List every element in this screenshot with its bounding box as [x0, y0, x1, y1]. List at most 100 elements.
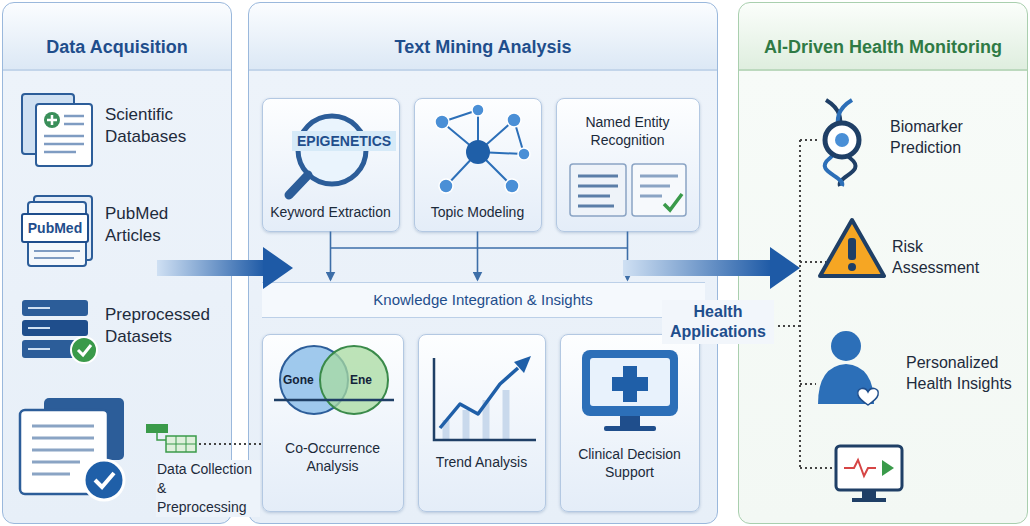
pubmed-icon-part — [34, 251, 80, 258]
venn-icon-part — [274, 399, 394, 402]
health-monitor-icon — [836, 446, 902, 502]
person-icon-part — [858, 388, 879, 405]
item-label: PubMed — [26, 219, 84, 237]
label-holder: Personalized Health Insights — [906, 352, 1024, 394]
network-icon-part — [442, 110, 524, 186]
item-label: Data Collection & Preprocessing — [156, 460, 260, 517]
entity-document-icon-part — [664, 194, 682, 210]
checked-document-icon-part — [32, 426, 94, 474]
database-icon-part — [36, 104, 92, 166]
health-monitor-icon-part — [882, 460, 894, 476]
connector-line — [330, 232, 332, 280]
box-label: Clinical Decision Support — [566, 445, 694, 481]
item-label: Risk Assessment — [892, 236, 992, 278]
label-holder: EPIGENETICS — [292, 131, 396, 151]
table-icon-part — [166, 436, 196, 452]
process-box: Named Entity Recognition — [556, 98, 700, 232]
dataset-stack-icon — [22, 300, 97, 363]
network-icon-part — [435, 115, 449, 129]
connector-label: Health Applications — [662, 300, 774, 344]
box-label: Keyword Extraction — [268, 203, 394, 221]
venn-icon-part — [320, 346, 388, 414]
checked-document-icon-part — [95, 473, 114, 487]
network-icon-part — [439, 179, 453, 193]
integration-band: Knowledge Integration & Insights — [262, 282, 705, 318]
venn-icon-part — [280, 346, 348, 414]
dataset-stack-icon-part — [71, 337, 97, 363]
pubmed-icon — [22, 196, 92, 266]
item-label: Biomarker Prediction — [890, 116, 990, 158]
box-label: Trend Analysis — [424, 453, 540, 471]
entity-document-icon-part — [632, 164, 686, 216]
clinical-monitor-icon-part — [582, 350, 678, 416]
network-icon — [435, 104, 530, 193]
label-holder: PubMed — [26, 219, 84, 237]
connector-line — [627, 232, 629, 280]
item-label: EPIGENETICS — [292, 131, 396, 151]
pubmed-icon-part — [34, 196, 92, 260]
item-label: Personalized Health Insights — [906, 352, 1024, 394]
person-icon — [818, 331, 878, 405]
label-holder: Scientific Databases — [105, 104, 205, 148]
network-icon-part — [472, 104, 484, 116]
entity-document-icon-part — [578, 176, 618, 206]
dna-icon — [825, 100, 859, 186]
magnifier-icon — [289, 116, 366, 195]
dna-icon-part — [825, 123, 859, 157]
dna-icon-part — [835, 133, 849, 147]
item-label: Gone — [283, 373, 314, 388]
connector-line — [477, 232, 479, 280]
dotted-leader — [778, 140, 834, 468]
network-icon-part — [466, 140, 490, 164]
merge-line — [331, 247, 628, 249]
network-icon-part — [505, 179, 519, 193]
magnifier-icon-part — [289, 175, 308, 195]
entity-document-icon-part — [640, 176, 678, 196]
box-label: Topic Modeling — [420, 203, 536, 221]
process-box: Keyword Extraction — [262, 98, 400, 232]
checked-document-icon-part — [84, 460, 124, 500]
trend-chart-icon — [434, 356, 536, 440]
panel-title: Text Mining Analysis — [257, 36, 709, 58]
dataset-stack-icon-part — [22, 300, 88, 316]
database-icon-part — [47, 115, 57, 125]
trend-chart-icon-part — [446, 390, 506, 440]
health-monitor-icon-part — [852, 498, 886, 502]
process-box: Clinical Decision Support — [560, 334, 700, 512]
band-label: Knowledge Integration & Insights — [267, 291, 700, 309]
warning-icon-part — [820, 220, 884, 276]
dna-icon-part — [826, 100, 856, 186]
dotted-leader — [199, 443, 261, 445]
entity-document-icon — [570, 164, 686, 216]
process-box: Topic Modeling — [414, 98, 542, 232]
magnifier-icon-part — [298, 116, 366, 184]
label-holder: Risk Assessment — [892, 236, 992, 278]
checked-document-icon-part — [44, 398, 124, 460]
table-icon-part — [157, 433, 166, 440]
clinical-monitor-icon-part — [620, 416, 640, 426]
clinical-monitor-icon — [582, 350, 678, 431]
trend-chart-icon-part — [514, 356, 531, 373]
label-holder: Data Collection & Preprocessing — [156, 460, 260, 517]
clinical-monitor-icon-part — [590, 358, 670, 406]
pubmed-icon-part — [28, 202, 86, 266]
dataset-stack-icon-part — [22, 320, 88, 336]
table-icon-part — [146, 424, 168, 433]
checked-document-icon — [20, 398, 124, 500]
label-holder: Preprocessed Datasets — [105, 304, 223, 348]
label-holder: Health Applications — [662, 300, 774, 344]
clinical-monitor-icon-part — [612, 366, 648, 402]
health-monitor-icon-part — [836, 446, 902, 490]
label-holder: PubMed Articles — [105, 203, 205, 247]
dataset-stack-icon-part — [78, 345, 91, 355]
process-box: Co-Occurrence Analysis — [262, 334, 404, 512]
database-icon — [22, 94, 92, 166]
network-icon-part — [518, 148, 530, 160]
network-icon-part — [507, 113, 521, 127]
label-holder: Gone — [283, 373, 314, 388]
section-panel: Data Acquisition — [2, 2, 232, 524]
warning-icon — [820, 220, 884, 276]
